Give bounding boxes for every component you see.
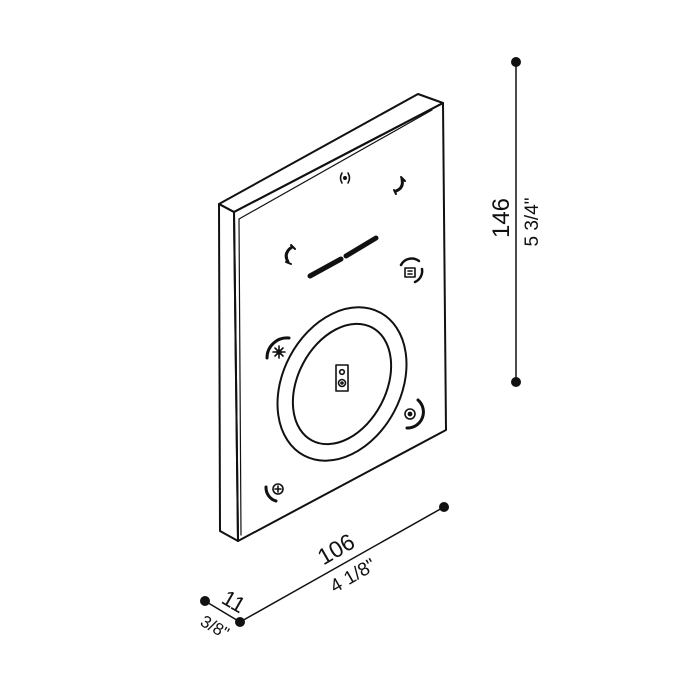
handset-up-icon [393,176,406,195]
height-dimension-dot-bottom [511,377,521,387]
depth-dimension-dot [200,596,210,606]
status-bar [307,235,379,279]
status-bar-right [343,235,379,259]
depth-dimension [200,596,241,623]
handset-left-icon [284,244,296,265]
video-intercom-icon [335,364,349,392]
width-dimension [235,502,449,627]
device-inner-bevel [238,109,433,536]
height-imperial-label: 5 3/4" [522,197,543,246]
device-body [218,93,447,542]
status-bar-left [307,256,344,279]
depth-dimension-line [204,600,241,623]
central-button [276,306,408,462]
central-button-outer-ring [276,306,408,462]
device-top-edge [218,93,444,213]
central-button-inner-ring [291,322,393,446]
width-dimension-line [239,506,445,623]
width-dimension-dot-end [439,502,449,512]
infrared-sensor-icon [339,172,351,184]
height-dimension [511,57,521,387]
height-metric-label: 146 [488,198,515,238]
height-dimension-dot-top [511,57,521,67]
settings-icon [404,398,425,430]
depth-metric-label: 11 [218,585,250,618]
door-lock-icon [264,483,284,503]
light-icon [265,336,291,360]
device-front-face [233,102,447,542]
camera-cycle-icon [399,257,424,284]
depth-imperial-label: 3/8" [197,612,232,643]
